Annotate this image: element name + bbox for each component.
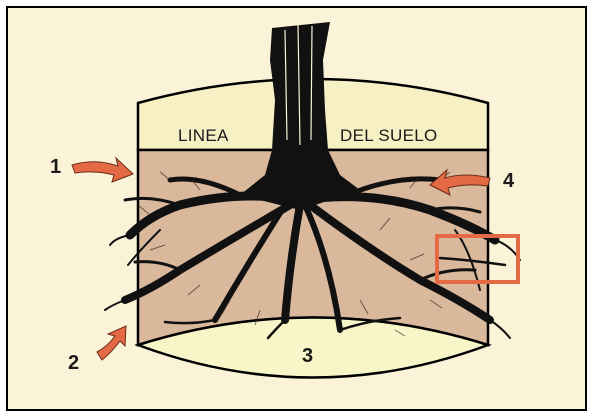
label-2: 2 [68, 352, 79, 375]
arrow-icon [97, 326, 126, 360]
ground-line-label-right: DEL SUELO [340, 126, 438, 146]
label-3: 3 [302, 345, 313, 368]
ground-line-label-left: LINEA [178, 126, 229, 146]
label-1: 1 [50, 156, 61, 179]
arrow-icon [72, 158, 133, 182]
label-4: 4 [503, 170, 514, 193]
